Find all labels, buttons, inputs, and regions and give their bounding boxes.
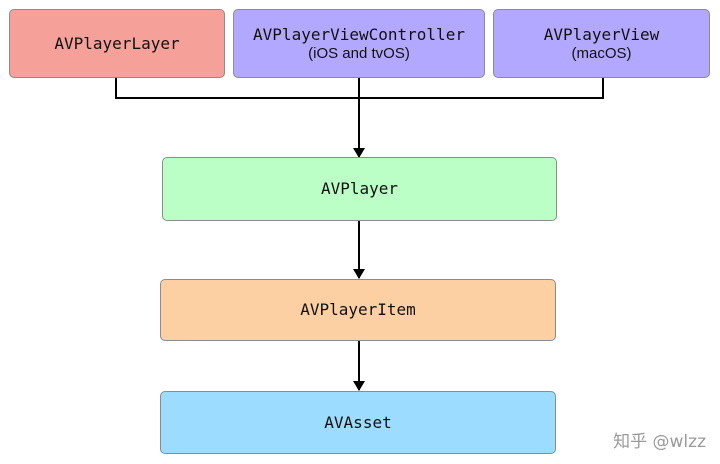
node-avplayeritem-label: AVPlayerItem — [300, 300, 416, 319]
node-avplayerview: AVPlayerView (macOS) — [493, 9, 710, 78]
node-avplayerlayer: AVPlayerLayer — [9, 9, 225, 78]
watermark: 知乎 @wlzz — [613, 432, 706, 452]
node-avplayerview-sublabel: (macOS) — [571, 44, 632, 62]
node-avplayer: AVPlayer — [162, 157, 557, 221]
node-avasset-label: AVAsset — [324, 412, 392, 432]
node-avplayer-label: AVPlayer — [320, 179, 399, 198]
node-avplayerlayer-label: AVPlayerLayer — [54, 33, 180, 53]
node-avplayerview-label: AVPlayerView — [543, 24, 660, 44]
node-avasset: AVAsset — [160, 391, 556, 454]
node-avplayeritem: AVPlayerItem — [160, 279, 556, 341]
node-avplayerviewcontroller: AVPlayerViewController (iOS and tvOS) — [233, 9, 485, 78]
node-avplayerviewcontroller-sublabel: (iOS and tvOS) — [308, 44, 410, 62]
node-avplayerviewcontroller-label: AVPlayerViewController — [253, 24, 465, 44]
